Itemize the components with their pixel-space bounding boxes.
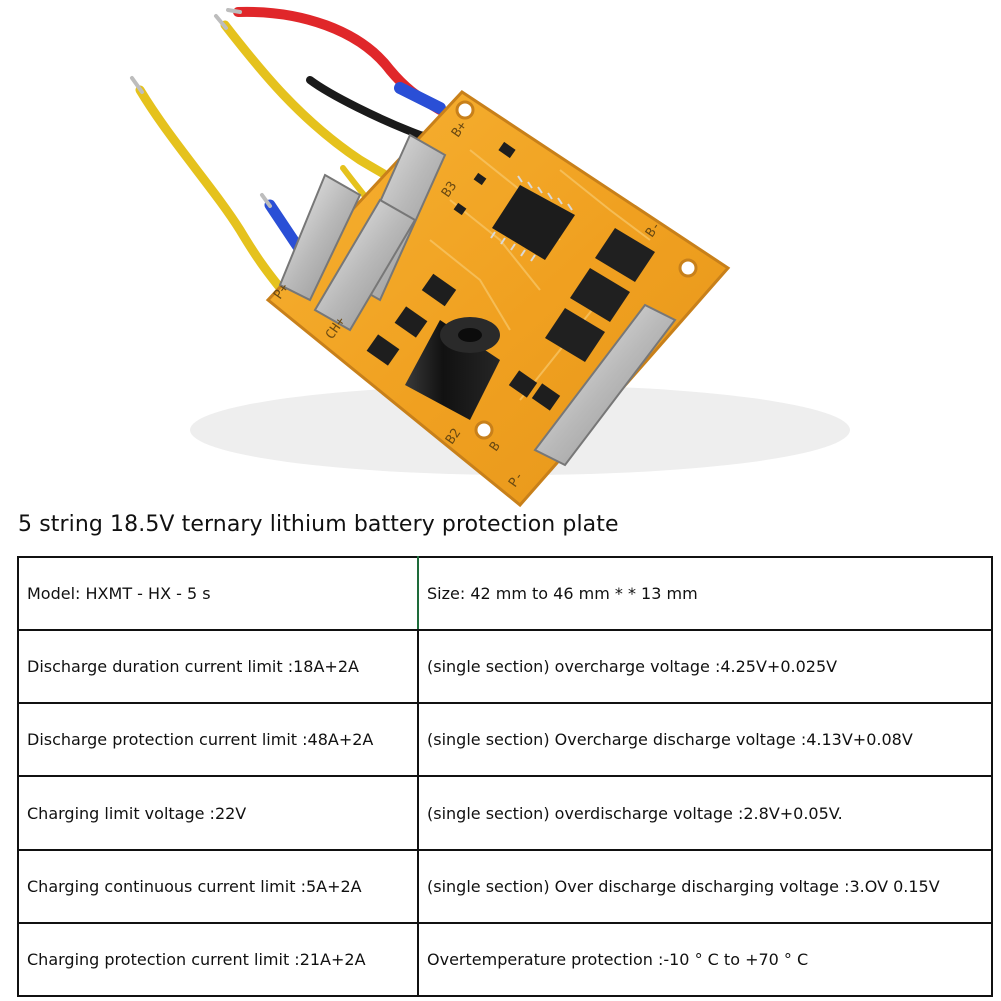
spec-cell-left: Discharge duration current limit :18A+2A xyxy=(17,629,419,705)
pcb-label-p-minus: P- xyxy=(506,469,527,490)
table-row: Discharge protection current limit :48A+… xyxy=(17,702,993,778)
spec-table: Model: HXMT - HX - 5 s Size: 42 mm to 46… xyxy=(17,555,993,998)
table-row: Discharge duration current limit :18A+2A… xyxy=(17,629,993,705)
pcb-label-b2: B2 xyxy=(443,426,464,447)
spec-cell-left: Model: HXMT - HX - 5 s xyxy=(17,555,419,632)
spec-cell-right: Overtemperature protection :-10 ° C to +… xyxy=(417,921,993,998)
table-row: Charging limit voltage :22V (single sect… xyxy=(17,775,993,851)
mount-hole xyxy=(455,100,475,120)
wire-tip xyxy=(260,193,272,208)
pcb-label-p-plus: P+ xyxy=(271,281,292,303)
table-row: Charging protection current limit :21A+2… xyxy=(17,921,993,998)
smd-components xyxy=(366,141,561,411)
pcb-label-b3: B3 xyxy=(439,179,460,200)
spec-cell-right: (single section) Over discharge discharg… xyxy=(417,848,993,924)
wire-blue-bottom xyxy=(264,199,306,256)
dc-jack xyxy=(405,317,500,420)
pcb-label-b-minus: B- xyxy=(643,219,664,240)
wire-tip xyxy=(226,8,242,14)
wire-blue-top xyxy=(394,82,446,114)
spec-cell-right: (single section) overcharge voltage :4.2… xyxy=(417,629,993,705)
spec-cell-left: Charging limit voltage :22V xyxy=(17,775,419,851)
mount-hole xyxy=(474,420,494,440)
page-title: 5 string 18.5V ternary lithium battery p… xyxy=(18,512,619,537)
mosfets xyxy=(545,228,655,362)
table-row: Charging continuous current limit :5A+2A… xyxy=(17,848,993,924)
wire-yellow-top xyxy=(220,20,415,195)
spec-cell-left: Charging continuous current limit :5A+2A xyxy=(17,848,419,924)
pcb-label-b-plus: B+ xyxy=(449,119,470,141)
mount-hole xyxy=(678,258,698,278)
spec-cell-left: Discharge protection current limit :48A+… xyxy=(17,702,419,778)
wire-tip xyxy=(130,76,144,94)
table-row: Model: HXMT - HX - 5 s Size: 42 mm to 46… xyxy=(17,555,993,632)
wire-tip xyxy=(214,14,228,30)
spec-cell-right: Size: 42 mm to 46 mm * * 13 mm xyxy=(417,555,993,632)
spec-cell-right: (single section) Overcharge discharge vo… xyxy=(417,702,993,778)
wire-yellow-long xyxy=(135,85,295,305)
spec-cell-left: Charging protection current limit :21A+2… xyxy=(17,921,419,998)
spec-cell-right: (single section) overdischarge voltage :… xyxy=(417,775,993,851)
terminals xyxy=(278,133,677,467)
ic-chip xyxy=(490,175,575,262)
product-photo: B+ B3 B2 B B- P+ CH+ P- xyxy=(130,6,850,508)
